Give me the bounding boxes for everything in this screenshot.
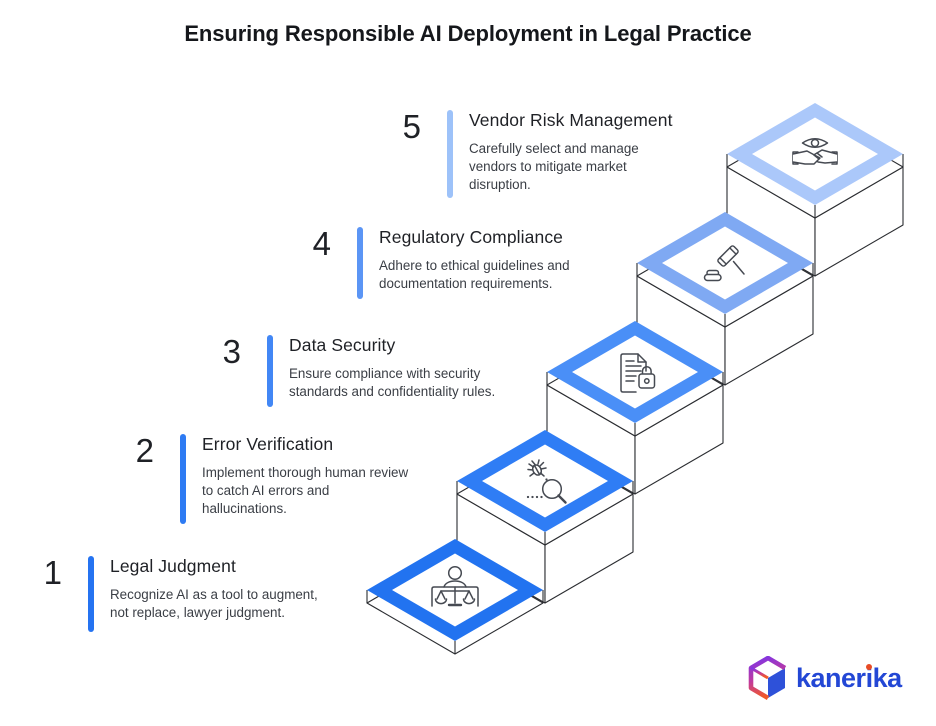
step-2-number: 2: [135, 432, 154, 469]
step-4-accent-bar: [357, 227, 363, 299]
diamond-border: [547, 321, 723, 423]
kanerika-logo: kanerika: [748, 656, 902, 700]
step-5-accent-bar: [447, 110, 453, 198]
gavel-icon: [703, 245, 745, 282]
step-5-number: 5: [402, 108, 421, 145]
diamond-border: [367, 539, 543, 641]
step-2-accent-bar: [180, 434, 186, 524]
diamond-face: [392, 553, 518, 627]
page-title: Ensuring Responsible AI Deployment in Le…: [184, 21, 752, 46]
diamond-border: [637, 212, 813, 314]
diamond-border: [457, 430, 633, 532]
diagram-step-4: [636, 212, 814, 386]
diagram-step-5: [726, 103, 904, 277]
step-5-title: Vendor Risk Management: [469, 110, 673, 130]
step-1-title: Legal Judgment: [110, 556, 236, 576]
diamond-face: [572, 335, 698, 409]
diagram-step-1: [366, 539, 544, 655]
step-2: 2 Error Verification Implement thorough …: [120, 432, 417, 524]
step-3-title: Data Security: [289, 335, 396, 355]
step-slab: [546, 333, 724, 437]
step-1-number: 1: [43, 554, 62, 591]
step-2-description: Implement thorough human review to catch…: [202, 465, 409, 517]
step-slab: [636, 224, 814, 328]
step-3-number: 3: [222, 333, 241, 370]
step-5-description: Carefully select and manage vendors to m…: [469, 141, 639, 193]
step-1-accent-bar: [88, 556, 94, 632]
step-4-description: Adhere to ethical guidelines and documen…: [379, 258, 570, 292]
diamond-border: [727, 103, 903, 205]
step-slab: [366, 551, 544, 655]
step-3: 3 Data Security Ensure compliance with s…: [207, 333, 527, 407]
wordmark-letter-i: i: [865, 662, 874, 693]
step-3-accent-bar: [267, 335, 273, 407]
bug-magnifier-icon: [526, 459, 567, 504]
step-4-title: Regulatory Compliance: [379, 227, 563, 247]
step-1-description: Recognize AI as a tool to augment, not r…: [110, 587, 318, 621]
step-slab: [726, 115, 904, 219]
step-slab: [456, 442, 634, 546]
diamond-face: [662, 226, 788, 300]
kanerika-cube-icon: [748, 656, 787, 700]
scales-of-justice-icon: [431, 565, 479, 607]
step-5: 5 Vendor Risk Management Carefully selec…: [387, 108, 677, 198]
diagram-step-3: [546, 321, 724, 495]
step-2-title: Error Verification: [202, 434, 334, 454]
step-4-number: 4: [312, 225, 331, 262]
kanerika-wordmark: kanerika: [796, 662, 902, 693]
eye-handshake-icon: [792, 138, 838, 165]
step-1: 1 Legal Judgment Recognize AI as a tool …: [28, 554, 330, 632]
diamond-face: [752, 117, 878, 191]
document-lock-icon: [620, 353, 656, 393]
step-3-description: Ensure compliance with security standard…: [289, 366, 496, 400]
step-4: 4 Regulatory Compliance Adhere to ethica…: [297, 225, 607, 299]
diagram-step-2: [456, 430, 634, 604]
diamond-face: [482, 444, 608, 518]
